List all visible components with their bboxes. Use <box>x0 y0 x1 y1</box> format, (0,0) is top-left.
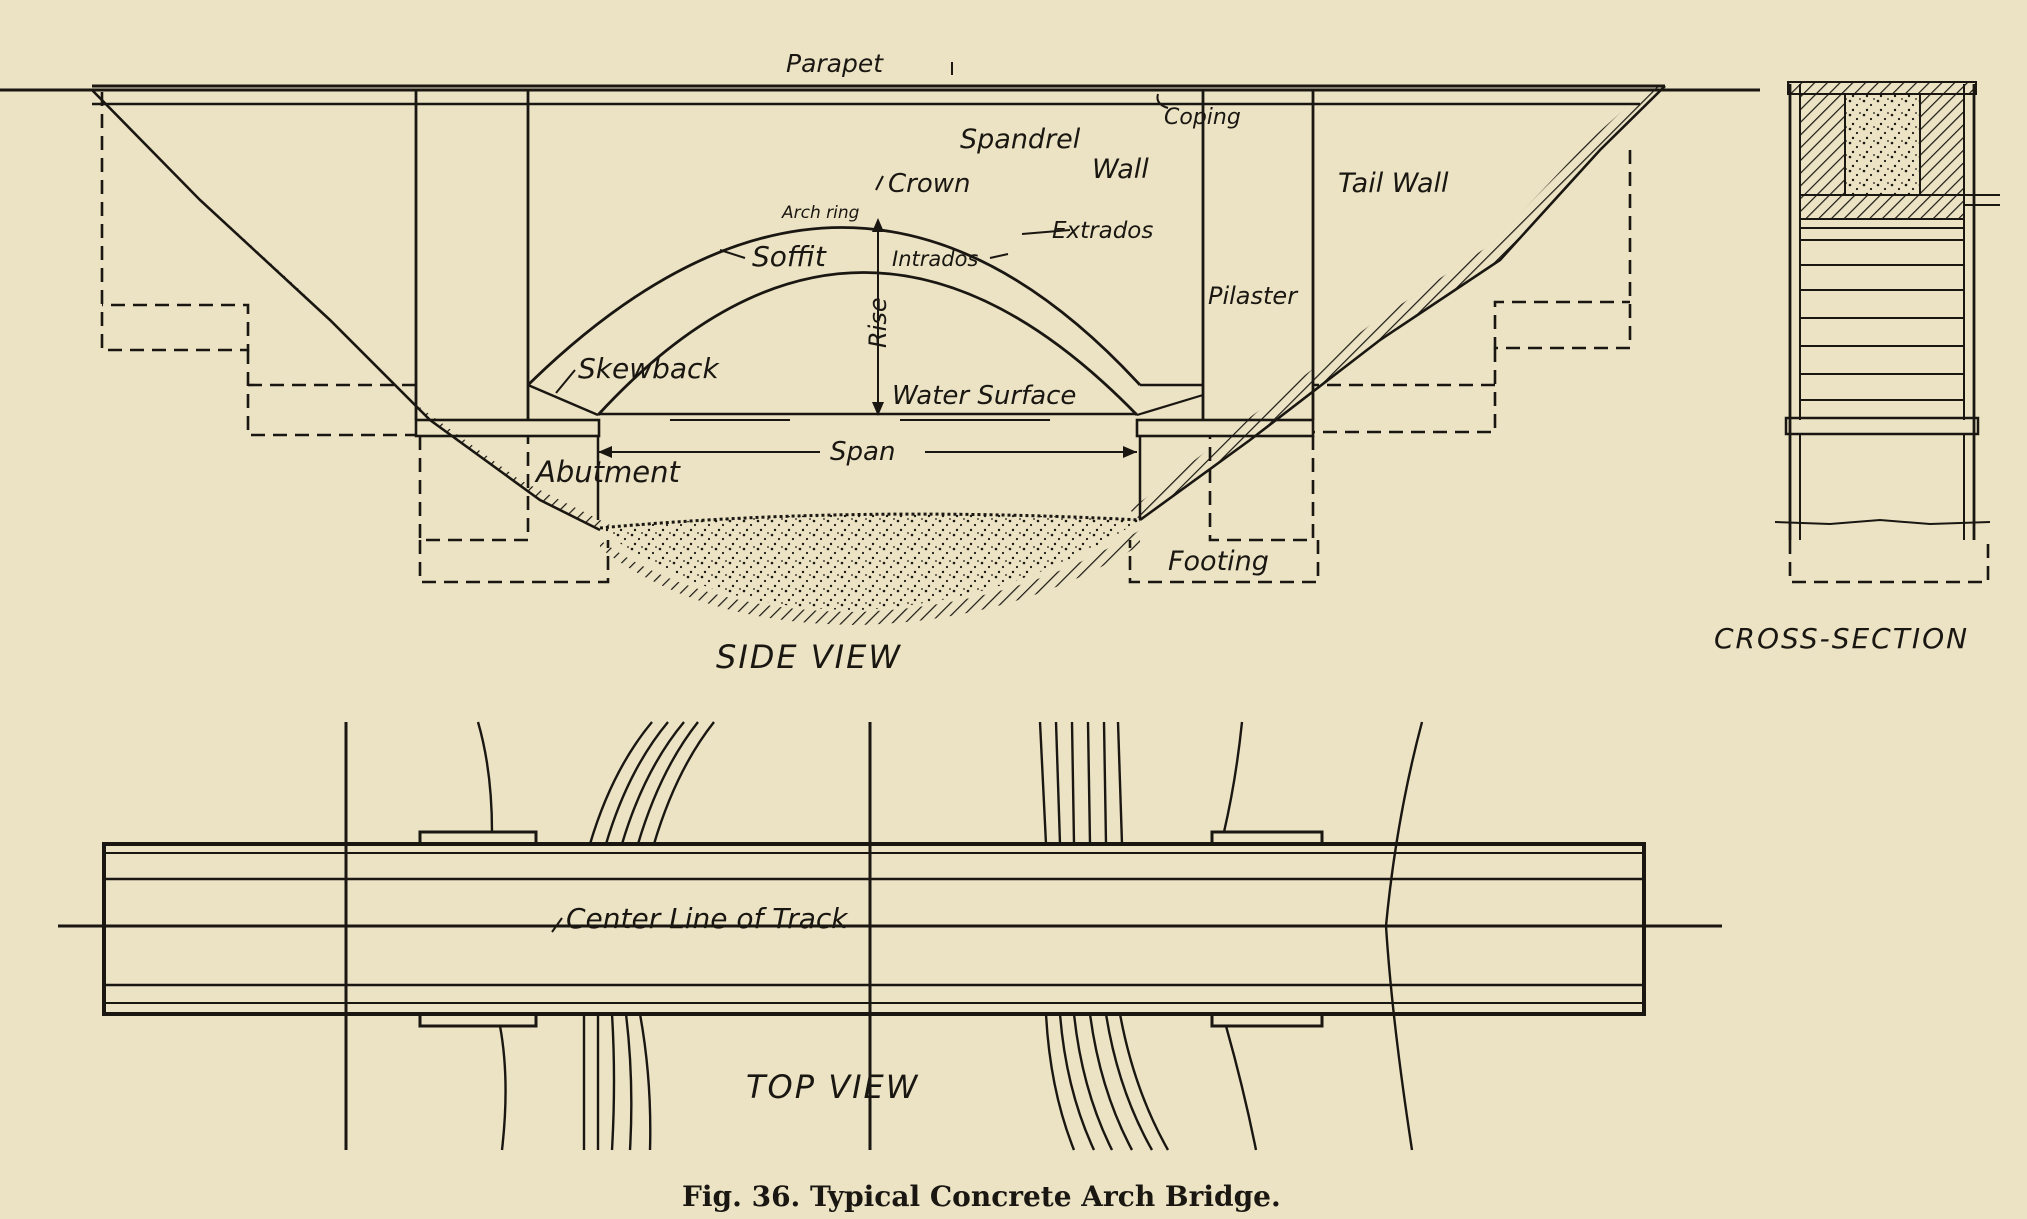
label-pilaster: Pilaster <box>1208 282 1299 310</box>
label-tail-wall: Tail Wall <box>1338 168 1449 199</box>
abutment-cap-right <box>1135 418 1315 438</box>
label-soffit: Soffit <box>752 240 827 273</box>
contour-lines-top <box>476 721 1424 1151</box>
top-view: Center Line of Track TOP VIEW <box>58 721 1722 1151</box>
contour-lines-bottom <box>498 1013 1258 1151</box>
label-crown: Crown <box>888 169 971 199</box>
label-arch-ring: Arch ring <box>781 203 860 223</box>
foundation-right <box>1128 150 1632 584</box>
fill-material <box>1844 93 1921 196</box>
stream-bed <box>600 514 1140 610</box>
ground-right-slope <box>1130 86 1665 520</box>
label-rise: Rise <box>864 297 892 348</box>
abutment-cap-left <box>414 418 601 438</box>
foundation-left <box>100 92 610 584</box>
extrados-curve <box>527 226 1142 387</box>
side-view: Parapet Coping Spandrel Wall Crown Arch … <box>0 49 1760 676</box>
label-footing: Footing <box>1168 546 1269 577</box>
water-surface <box>598 412 1137 421</box>
side-view-title: SIDE VIEW <box>716 638 902 676</box>
label-span: Span <box>830 437 895 467</box>
ground-left-slope <box>92 90 610 530</box>
pilaster-right <box>1201 90 1315 420</box>
label-intrados: Intrados <box>892 247 978 271</box>
label-spandrel: Spandrel <box>960 124 1081 155</box>
label-abutment: Abutment <box>534 455 681 489</box>
label-extrados: Extrados <box>1052 218 1153 244</box>
label-center-line: Center Line of Track <box>566 902 849 935</box>
figure-caption: Fig. 36. Typical Concrete Arch Bridge. <box>682 1180 1281 1213</box>
label-parapet: Parapet <box>786 49 884 78</box>
deck-outline <box>102 830 1646 1028</box>
skewback-left <box>527 383 599 417</box>
cross-section-title: CROSS-SECTION <box>1714 622 1969 655</box>
pilaster-left <box>414 90 530 420</box>
label-water-surface: Water Surface <box>892 381 1076 411</box>
intrados-curve <box>596 271 1139 416</box>
label-skewback: Skewback <box>578 352 720 385</box>
label-spandrel-wall: Wall <box>1092 154 1149 185</box>
cross-section: CROSS-SECTION <box>1714 81 2000 655</box>
label-coping: Coping <box>1164 105 1241 130</box>
top-view-title: TOP VIEW <box>746 1068 919 1106</box>
